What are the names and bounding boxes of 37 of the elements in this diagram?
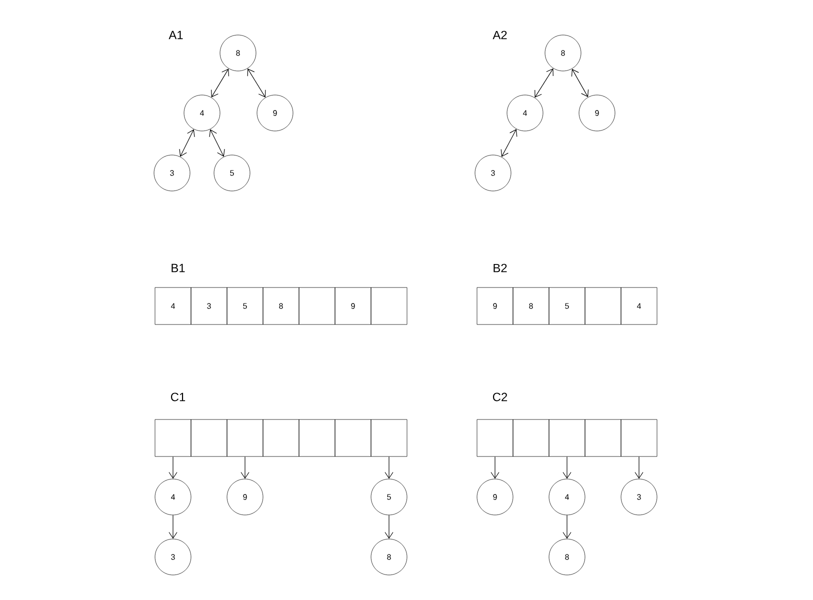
arrow xyxy=(179,129,195,157)
array-cell xyxy=(298,287,336,325)
array-cell xyxy=(334,419,372,457)
arrow xyxy=(562,456,572,479)
array-cell xyxy=(190,419,228,457)
arrow xyxy=(168,456,178,479)
section-heading: C1 xyxy=(170,392,186,402)
arrow xyxy=(571,68,589,98)
array-cell xyxy=(370,287,408,325)
array-cell xyxy=(370,419,408,457)
section-heading: A2 xyxy=(492,30,507,40)
section-heading: A1 xyxy=(168,30,183,40)
arrow xyxy=(500,129,518,157)
array-cell xyxy=(548,419,586,457)
array-cell xyxy=(262,419,300,457)
array-cell xyxy=(226,419,264,457)
array-cell xyxy=(154,419,192,457)
array-cell xyxy=(620,419,658,457)
arrow xyxy=(384,456,394,479)
array-cell xyxy=(512,419,550,457)
arrow xyxy=(634,456,644,479)
arrow xyxy=(247,68,266,98)
array-cell xyxy=(476,419,514,457)
arrow xyxy=(211,68,230,98)
section-heading: C2 xyxy=(492,392,508,402)
section-heading: B1 xyxy=(172,264,185,272)
arrow xyxy=(534,68,554,98)
arrow xyxy=(562,514,572,539)
arrow xyxy=(490,456,500,479)
section-heading: B2 xyxy=(494,264,507,272)
array-cell xyxy=(584,419,622,457)
arrow xyxy=(240,456,250,479)
array-cell xyxy=(584,287,622,325)
arrow xyxy=(209,129,225,157)
arrow xyxy=(384,514,394,539)
array-cell xyxy=(298,419,336,457)
arrow xyxy=(168,514,178,539)
